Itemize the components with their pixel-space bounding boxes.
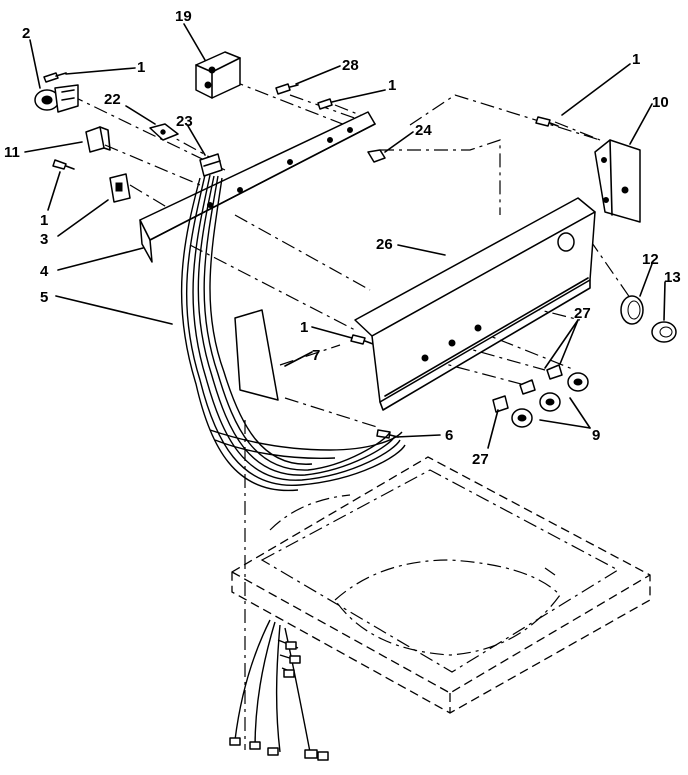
timer-2 — [34, 84, 79, 113]
callout-1-e: 1 — [300, 319, 308, 336]
bushing-27-a — [519, 379, 536, 395]
endcap-10 — [594, 139, 641, 223]
callout-5: 5 — [40, 289, 48, 306]
leader-lines — [24, 23, 666, 449]
assembly-guides — [69, 79, 636, 750]
callout-19: 19 — [175, 8, 192, 25]
screw-28 — [275, 83, 299, 95]
callout-1-d: 1 — [40, 212, 48, 229]
callout-22: 22 — [104, 91, 121, 108]
knob-9-c — [511, 408, 533, 428]
callout-13: 13 — [664, 269, 681, 286]
screw-1-top-left — [43, 72, 67, 83]
callout-27-b: 27 — [472, 451, 489, 468]
callout-26: 26 — [376, 236, 393, 253]
callout-28: 28 — [342, 57, 359, 74]
callout-24: 24 — [415, 122, 432, 139]
bracket-19 — [195, 51, 241, 99]
callout-23: 23 — [176, 113, 193, 130]
screw-1-front — [350, 334, 374, 345]
knob-9-a — [567, 372, 589, 392]
callout-12: 12 — [642, 251, 659, 268]
switch-3 — [109, 173, 131, 203]
screw-1-left — [52, 159, 75, 170]
knob-13 — [651, 321, 677, 343]
callout-27-a: 27 — [574, 305, 591, 322]
clip-22 — [149, 123, 179, 141]
callout-4: 4 — [40, 263, 49, 280]
callout-9: 9 — [592, 427, 600, 444]
switch-11 — [85, 126, 111, 153]
callout-11: 11 — [4, 144, 20, 161]
nut-24 — [367, 149, 386, 163]
screw-1-top-center — [317, 98, 341, 110]
callout-1-c: 1 — [632, 51, 640, 68]
callout-labels: 19 2 1 28 1 1 10 22 23 24 11 1 3 4 26 5 … — [4, 8, 681, 468]
callout-7: 7 — [312, 347, 320, 364]
callout-2: 2 — [22, 25, 30, 42]
bracket-4 — [139, 111, 376, 263]
screw-1-top-right — [535, 116, 559, 127]
callout-6: 6 — [445, 427, 453, 444]
lower-wires — [229, 619, 329, 761]
callout-3: 3 — [40, 231, 48, 248]
console-26 — [354, 197, 596, 411]
knob-ring-12 — [620, 295, 644, 325]
connector-23 — [199, 153, 223, 177]
bushing-27-c — [492, 395, 509, 413]
base-top-outline — [231, 456, 651, 714]
bushing-27-b — [546, 364, 563, 380]
knob-9-b — [539, 392, 561, 412]
wire-harness-5 — [180, 174, 406, 492]
callout-1-a: 1 — [137, 59, 145, 76]
panel-7 — [234, 309, 279, 401]
callout-10: 10 — [652, 94, 669, 111]
callout-1-b: 1 — [388, 77, 396, 94]
